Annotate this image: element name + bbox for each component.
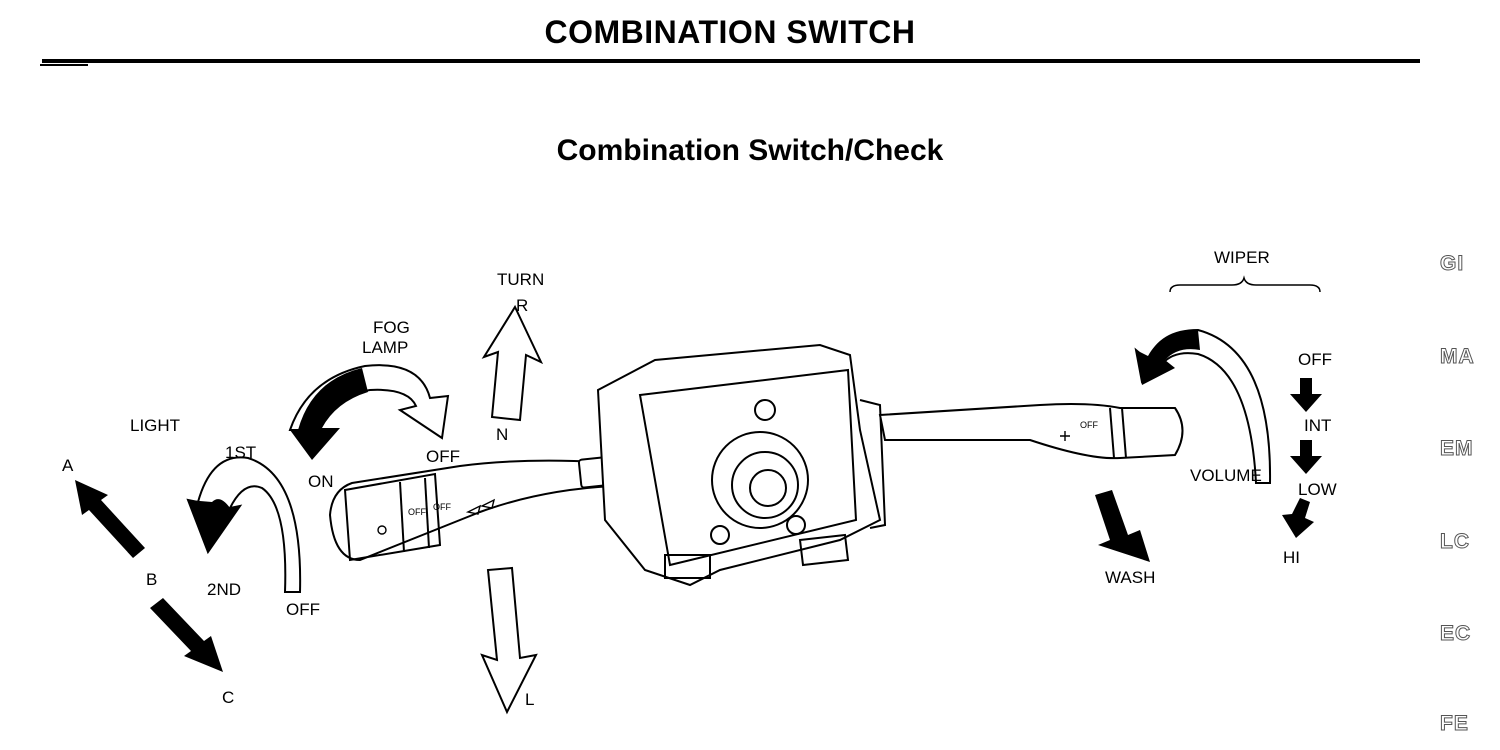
label-fog: FOG bbox=[373, 318, 410, 337]
svg-text:OFF: OFF bbox=[433, 502, 451, 512]
wiper-brace bbox=[1169, 275, 1321, 293]
side-index-em: EM bbox=[1440, 437, 1474, 461]
page-title: COMBINATION SWITCH bbox=[544, 14, 916, 50]
left-lever-marks: OFF OFF bbox=[377, 498, 496, 535]
label-on: ON bbox=[308, 472, 334, 491]
arrow-turn-r bbox=[481, 304, 544, 422]
right-lever bbox=[878, 403, 1184, 460]
svg-text:OFF: OFF bbox=[1080, 420, 1098, 430]
label-int: INT bbox=[1304, 416, 1332, 435]
arrow-light-c bbox=[150, 598, 223, 672]
header-rule bbox=[42, 59, 1420, 63]
side-index-lc: LC bbox=[1440, 530, 1470, 554]
label-2nd: 2ND bbox=[207, 580, 242, 599]
label-n: N bbox=[496, 425, 509, 444]
arrow-wash bbox=[1095, 490, 1150, 562]
switch-body bbox=[596, 343, 887, 587]
label-light: LIGHT bbox=[130, 416, 181, 435]
label-off-wiper: OFF bbox=[1298, 350, 1332, 369]
header-rule-stub bbox=[40, 64, 88, 66]
label-lamp: LAMP bbox=[362, 338, 409, 357]
side-index-ma: MA bbox=[1440, 345, 1475, 369]
side-index-fe: FE bbox=[1440, 712, 1469, 736]
label-a: A bbox=[62, 456, 74, 475]
label-off-fog: OFF bbox=[426, 447, 460, 466]
label-b: B bbox=[146, 570, 158, 589]
label-1st: 1ST bbox=[225, 443, 257, 462]
label-l: L bbox=[525, 690, 535, 709]
right-lever-marks: OFF bbox=[1060, 420, 1098, 441]
label-c: C bbox=[222, 688, 235, 707]
label-wiper: WIPER bbox=[1214, 248, 1270, 267]
arrow-wiper-int bbox=[1290, 378, 1322, 412]
label-turn: TURN bbox=[497, 270, 545, 289]
arrow-wiper-hi bbox=[1282, 498, 1314, 538]
arrow-light-a bbox=[75, 480, 145, 558]
label-hi: HI bbox=[1283, 548, 1300, 567]
label-r: R bbox=[516, 296, 529, 315]
arrow-wiper-low bbox=[1290, 440, 1322, 474]
left-lever bbox=[328, 455, 619, 562]
label-off-light: OFF bbox=[286, 600, 320, 619]
svg-text:OFF: OFF bbox=[408, 507, 426, 517]
side-index-gi: GI bbox=[1439, 252, 1465, 276]
side-index-ec: EC bbox=[1439, 622, 1472, 646]
label-wash: WASH bbox=[1105, 568, 1156, 587]
section-subtitle: Combination Switch/Check bbox=[556, 134, 944, 167]
label-low: LOW bbox=[1298, 480, 1337, 499]
label-volume: VOLUME bbox=[1190, 466, 1262, 485]
arrow-turn-l bbox=[480, 566, 538, 715]
